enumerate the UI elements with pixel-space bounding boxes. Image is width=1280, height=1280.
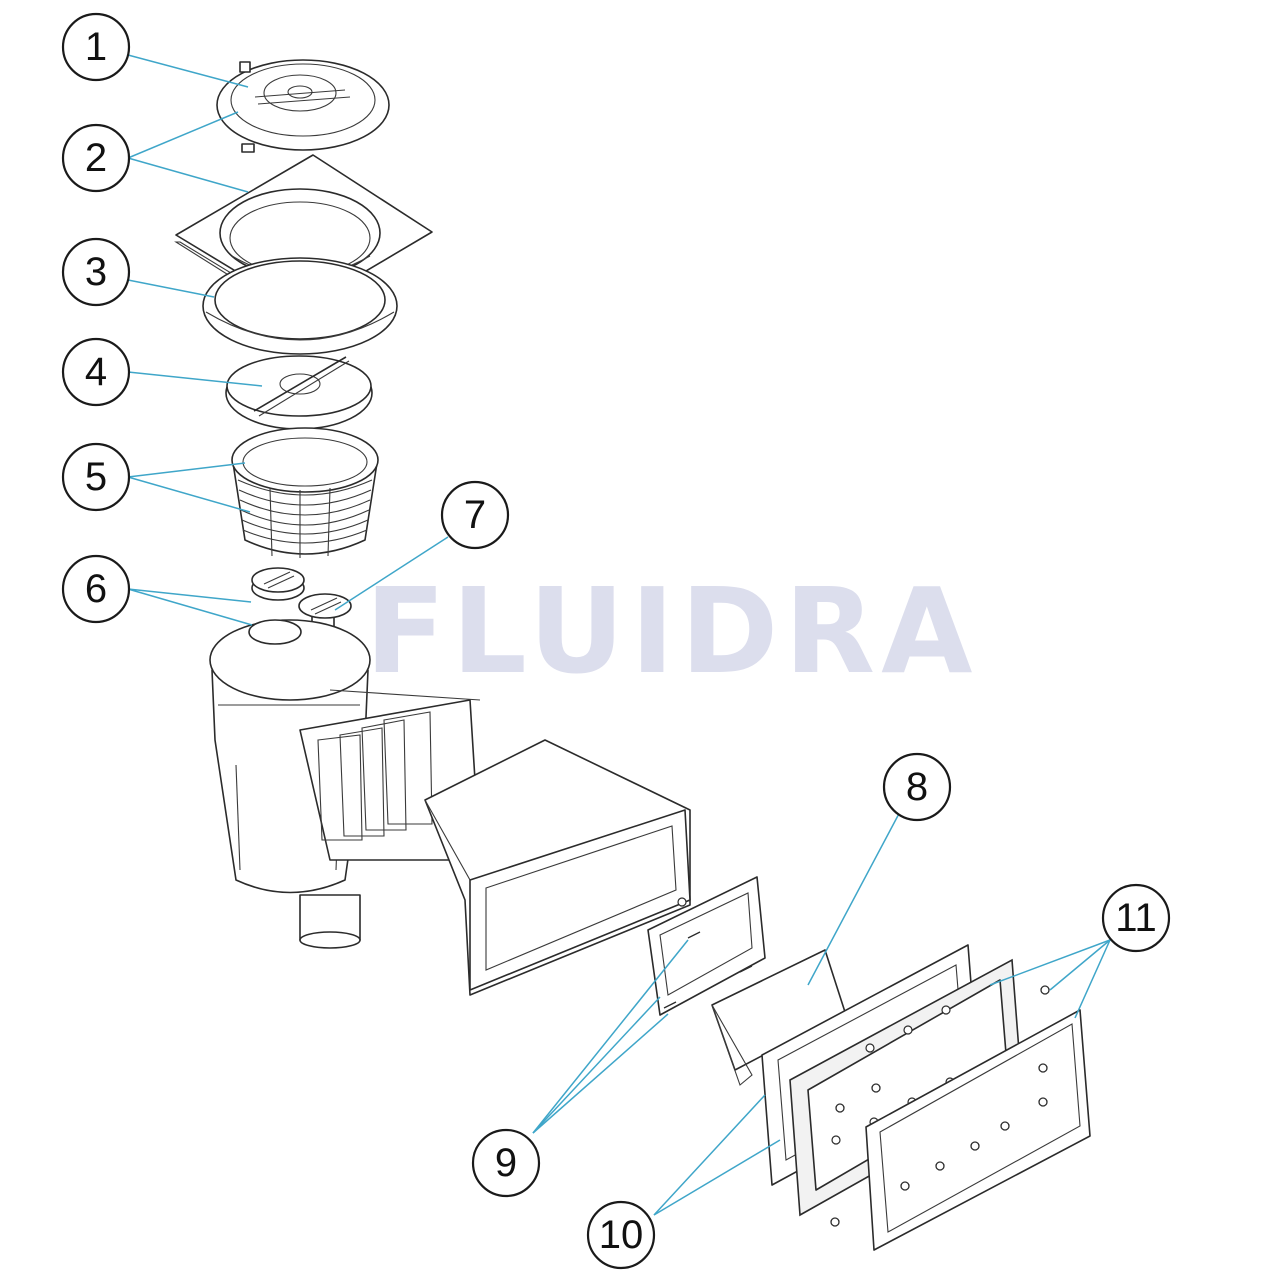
callout-3: 3 [61,237,131,307]
callout-6-label: 6 [85,567,107,611]
leader-10b [653,1139,781,1216]
part-7-plug [298,593,352,633]
callout-4: 4 [61,337,131,407]
leader-lines [127,54,1111,1216]
part-1-lid [216,59,390,153]
callout-10: 10 [586,1200,656,1270]
part-3-ring [202,257,398,355]
callout-1-label: 1 [85,25,107,69]
callout-6: 6 [61,554,131,624]
leader-1 [127,54,249,88]
callout-5-label: 5 [85,455,107,499]
callout-8-label: 8 [906,765,928,809]
callout-3-label: 3 [85,250,107,294]
leader-11b [1049,939,1111,991]
part-5-basket [231,427,379,558]
callout-7-label: 7 [464,493,486,537]
leader-5a [127,462,246,478]
callout-5: 5 [61,442,131,512]
leader-6a [127,588,252,603]
leader-3 [127,279,215,298]
callout-9-label: 9 [495,1141,517,1185]
leader-4 [127,371,263,387]
leader-5b [127,476,251,513]
leader-8 [807,807,903,986]
leader-11c [1074,939,1111,1019]
leader-9b [532,996,661,1134]
leader-2a [127,111,239,159]
callout-2: 2 [61,123,131,193]
leader-10a [653,1094,766,1216]
part-6-plug [251,567,305,601]
leader-9c [532,1013,669,1134]
leader-11a [989,939,1111,986]
callout-10-label: 10 [599,1213,644,1257]
leader-6b [127,588,253,626]
leader-2b [127,157,249,193]
skimmer-body [209,619,481,949]
callout-8: 8 [882,752,952,822]
leader-9a [532,939,689,1134]
callout-11-label: 11 [1115,896,1157,940]
part-4-disc [225,355,373,430]
part-11-outer-frame [830,985,1091,1251]
callout-4-label: 4 [85,350,107,394]
mouth-extension [424,739,691,996]
fluidra-watermark: FLUIDRA [365,562,978,700]
callout-9: 9 [471,1128,541,1198]
callout-11: 11 [1101,883,1171,953]
leader-7 [334,536,449,611]
callout-7: 7 [440,480,510,550]
callout-1: 1 [61,12,131,82]
part-9-frame [647,876,766,1016]
callout-2-label: 2 [85,136,107,180]
